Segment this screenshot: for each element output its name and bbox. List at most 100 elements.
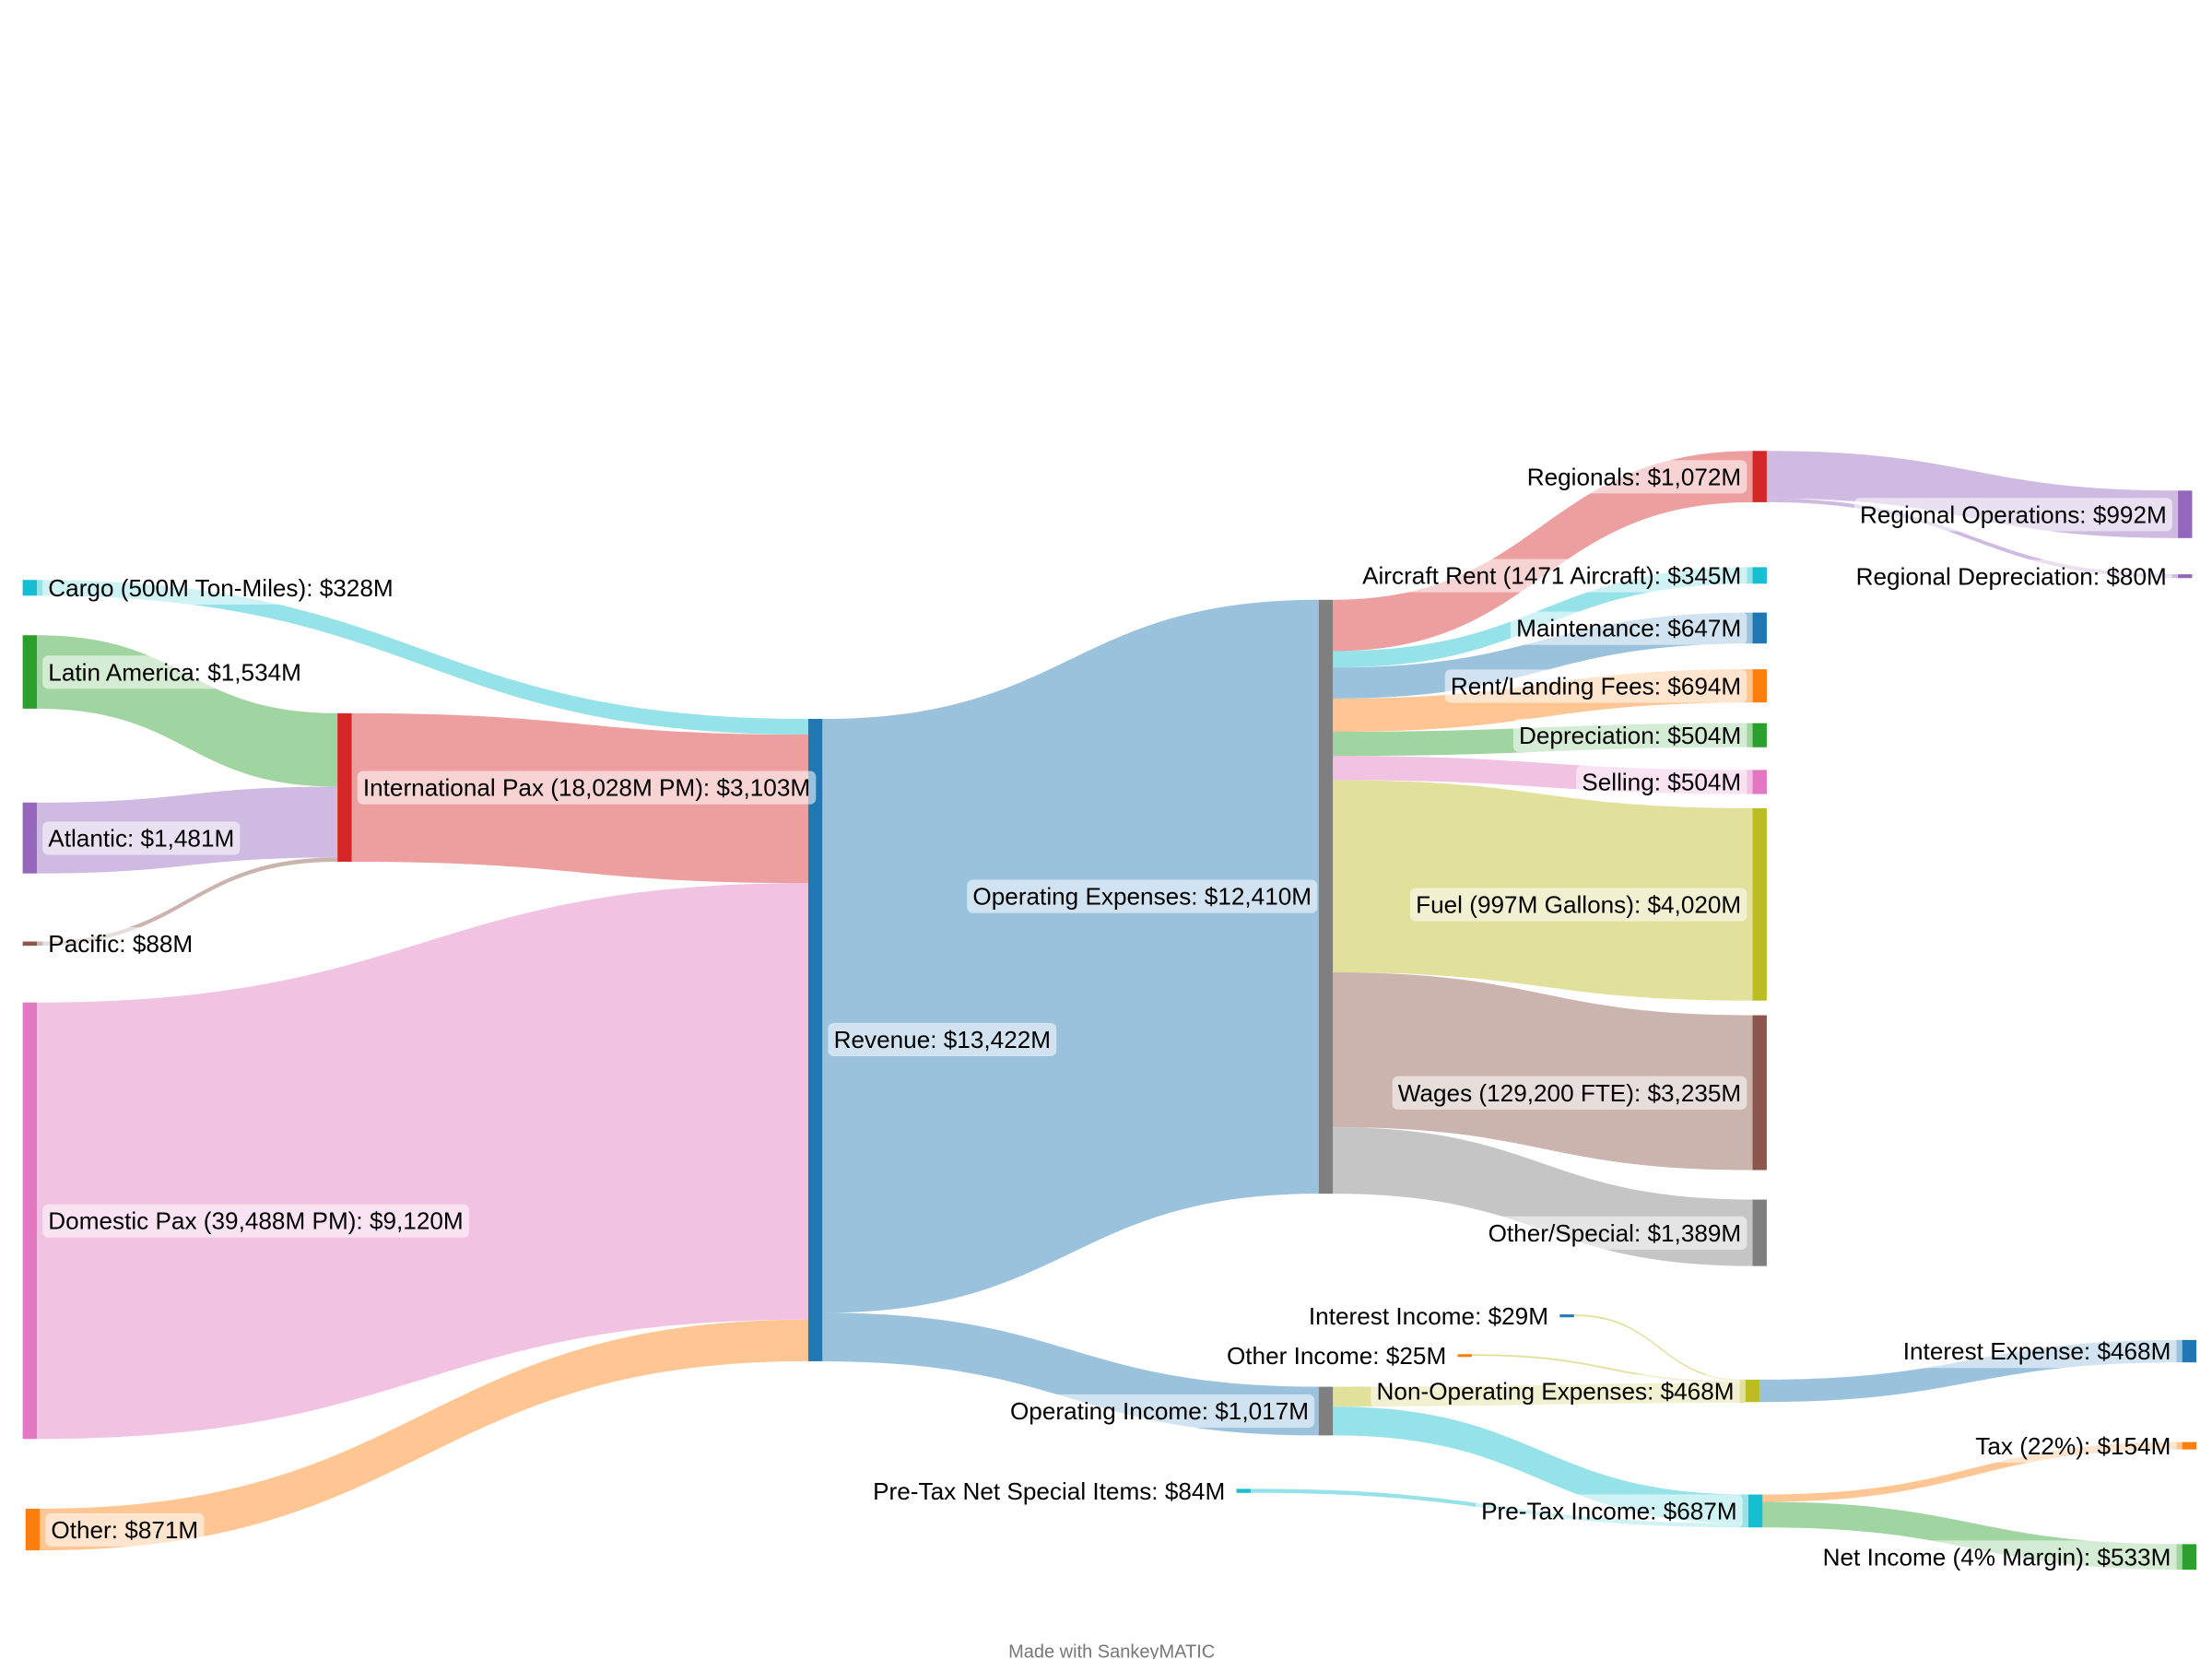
label-background bbox=[866, 1474, 1231, 1508]
node-label-special: Pre-Tax Net Special Items: $84M bbox=[866, 1474, 1231, 1508]
node-label-text: Regional Depreciation: $80M bbox=[1856, 562, 2167, 590]
node-label-cargo: Cargo (500M Ton-Miles): $328M bbox=[42, 571, 399, 606]
node-pacific bbox=[22, 941, 37, 947]
node-label-atlantic: Atlantic: $1,481M bbox=[42, 821, 241, 855]
label-background bbox=[42, 655, 308, 689]
flow-pretax-to-tax bbox=[1762, 1441, 2183, 1502]
node-atlantic bbox=[22, 802, 37, 874]
node-label-other: Other: $871M bbox=[45, 1512, 205, 1547]
flow-othinc-to-nonop bbox=[1471, 1354, 1746, 1383]
node-label-text: Interest Income: $29M bbox=[1309, 1302, 1548, 1330]
flow-revenue-to-opex bbox=[822, 599, 1319, 1313]
label-background bbox=[42, 926, 199, 961]
node-latam bbox=[22, 635, 37, 709]
node-label-opinc: Operating Income: $1,017M bbox=[1004, 1394, 1315, 1429]
node-label-text: Regional Operations: $992M bbox=[1860, 500, 2167, 528]
node-label-text: Rent/Landing Fees: $694M bbox=[1451, 672, 1741, 700]
node-domestic bbox=[22, 1002, 37, 1440]
node-label-text: Net Income (4% Margin): $533M bbox=[1823, 1543, 2171, 1571]
node-fuel bbox=[1752, 807, 1767, 1001]
node-label-regops: Regional Operations: $992M bbox=[1853, 498, 2172, 532]
label-background bbox=[42, 1204, 469, 1238]
label-background bbox=[1409, 888, 1747, 922]
label-background bbox=[1475, 1494, 1743, 1528]
label-background bbox=[1512, 718, 1747, 753]
node-label-deprec: Depreciation: $504M bbox=[1512, 718, 1747, 753]
node-label-text: Regionals: $1,072M bbox=[1527, 463, 1742, 490]
label-layer: Cargo (500M Ton-Miles): $328M Latin Ameri… bbox=[42, 460, 2177, 1574]
node-intexp bbox=[2182, 1339, 2197, 1363]
node-label-pretax: Pre-Tax Income: $687M bbox=[1475, 1494, 1743, 1528]
flow-regionals-to-regdep bbox=[1766, 498, 2179, 579]
node-label-text: Maintenance: $647M bbox=[1516, 615, 1741, 642]
label-background bbox=[1970, 1429, 2177, 1463]
flow-domestic-to-revenue bbox=[37, 883, 808, 1440]
node-label-intexp: Interest Expense: $468M bbox=[1897, 1335, 2177, 1369]
flow-opex-to-regionals bbox=[1333, 451, 1753, 652]
node-rentland bbox=[1752, 669, 1767, 703]
label-background bbox=[1576, 765, 1747, 799]
node-label-nonop: Non-Operating Expenses: $468M bbox=[1371, 1374, 1740, 1408]
node-label-text: Fuel (997M Gallons): $4,020M bbox=[1416, 891, 1741, 919]
node-netinc bbox=[2182, 1544, 2197, 1571]
node-label-text: Pre-Tax Income: $687M bbox=[1481, 1498, 1737, 1525]
label-background bbox=[1220, 1338, 1453, 1373]
label-background bbox=[1897, 1335, 2177, 1369]
node-label-regionals: Regionals: $1,072M bbox=[1521, 460, 1747, 494]
node-label-text: Pre-Tax Net Special Items: $84M bbox=[873, 1477, 1225, 1505]
label-background bbox=[1302, 1299, 1555, 1333]
flow-opinc-to-pretax bbox=[1333, 1406, 1748, 1524]
node-pretax bbox=[1747, 1494, 1763, 1528]
node-layer bbox=[22, 451, 2197, 1571]
node-nonop bbox=[1745, 1379, 1760, 1403]
flow-opex-to-wages bbox=[1333, 972, 1753, 1171]
node-regops bbox=[2178, 490, 2193, 538]
node-deprec bbox=[1752, 723, 1767, 747]
node-label-text: Interest Expense: $468M bbox=[1903, 1337, 2171, 1365]
node-acrent bbox=[1752, 567, 1767, 584]
label-background bbox=[1356, 559, 1747, 593]
node-label-text: Operating Expenses: $12,410M bbox=[972, 883, 1312, 911]
label-background bbox=[828, 1022, 1057, 1056]
node-cargo bbox=[22, 580, 37, 596]
node-label-text: Wages (129,200 FTE): $3,235M bbox=[1398, 1079, 1741, 1107]
node-label-tax: Tax (22%): $154M bbox=[1970, 1429, 2177, 1463]
flow-intinc-to-nonop bbox=[1573, 1314, 1746, 1382]
flow-other-to-revenue bbox=[40, 1319, 808, 1551]
node-label-opex: Operating Expenses: $12,410M bbox=[967, 879, 1318, 913]
label-background bbox=[1850, 559, 2172, 594]
flow-cargo-to-revenue bbox=[37, 580, 808, 735]
node-opex bbox=[1318, 599, 1334, 1194]
node-label-text: Selling: $504M bbox=[1582, 769, 1741, 796]
node-intl bbox=[337, 712, 352, 862]
node-label-text: Revenue: $13,422M bbox=[834, 1026, 1051, 1053]
node-label-text: Atlantic: $1,481M bbox=[48, 824, 234, 852]
node-othinc bbox=[1457, 1354, 1472, 1358]
node-othspec bbox=[1752, 1199, 1767, 1266]
node-label-text: Other/Special: $1,389M bbox=[1488, 1219, 1742, 1247]
node-special bbox=[1236, 1488, 1251, 1493]
node-label-text: Cargo (500M Ton-Miles): $328M bbox=[48, 574, 393, 602]
node-label-text: Tax (22%): $154M bbox=[1975, 1432, 2171, 1460]
node-label-maint: Maintenance: $647M bbox=[1510, 611, 1747, 645]
node-label-othinc: Other Income: $25M bbox=[1220, 1338, 1453, 1373]
node-tax bbox=[2182, 1441, 2197, 1450]
node-label-text: Other Income: $25M bbox=[1227, 1342, 1446, 1370]
node-revenue bbox=[807, 719, 823, 1361]
label-background bbox=[1482, 1216, 1747, 1250]
node-label-text: International Pax (18,028M PM): $3,103M bbox=[363, 774, 810, 802]
node-label-latam: Latin America: $1,534M bbox=[42, 655, 308, 689]
node-wages bbox=[1752, 1015, 1767, 1171]
node-label-regdep: Regional Depreciation: $80M bbox=[1850, 559, 2172, 594]
node-label-text: Latin America: $1,534M bbox=[48, 658, 301, 686]
label-background bbox=[1817, 1540, 2177, 1574]
footer-credit: Made with SankeyMATIC bbox=[1008, 1641, 1215, 1659]
label-background bbox=[1004, 1394, 1315, 1429]
node-label-text: Operating Income: $1,017M bbox=[1010, 1397, 1309, 1425]
label-background bbox=[1392, 1076, 1747, 1110]
label-background bbox=[1510, 611, 1747, 645]
label-background bbox=[42, 571, 399, 606]
node-other bbox=[25, 1508, 41, 1551]
node-label-text: Pacific: $88M bbox=[48, 930, 193, 958]
